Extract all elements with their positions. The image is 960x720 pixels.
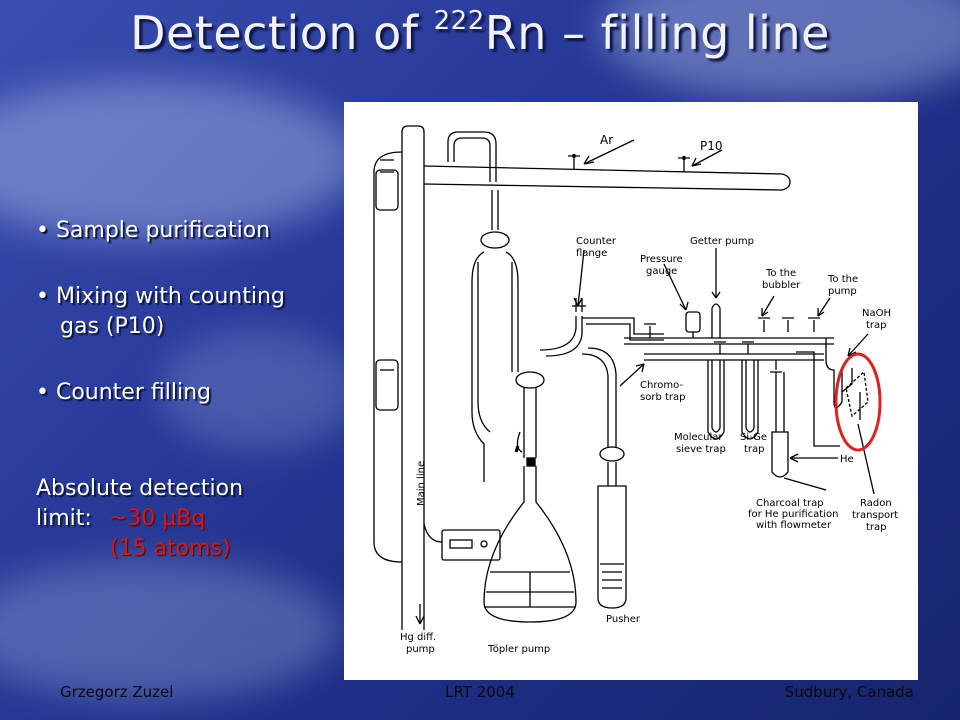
bullet-line: • Sample purification [36,218,271,243]
detection-limit: Absolute detection limit: ~30 µBq (15 at… [36,474,243,564]
title-superscript: 222 [433,6,485,36]
detection-row: limit: ~30 µBq [36,504,243,534]
label-counter-flange: flange [576,248,607,259]
label-chromosorb-trap: Chromo- [640,380,683,391]
label-counter-flange: Counter [576,236,617,247]
footer-conference: LRT 2004 [445,683,515,701]
label-chromosorb-trap: sorb trap [640,392,685,403]
apparatus-drawing: Ar P10 Counter flange Pressure gauge Get… [373,125,898,655]
background-cloud [0,80,360,240]
label-topler-pump: Töpler pump [487,644,550,655]
label-to-pump: pump [828,286,857,297]
label-to-bubbler: bubbler [762,280,801,291]
detection-value: ~30 µBq [108,506,206,531]
label-charcoal-trap: Charcoal trap [756,498,824,509]
background-cloud [160,330,360,450]
label-naoh-trap: NaOH [862,308,891,319]
label-main-line: Main line [416,461,427,506]
label-pressure-gauge: Pressure [640,254,683,265]
bullet-line-continued: gas (P10) [60,314,165,339]
main-line-tube [401,132,425,630]
label-radon-transport-trap: Radon [860,498,892,509]
title-main: Detection of [130,6,434,60]
filling-line-diagram: Ar P10 Counter flange Pressure gauge Get… [344,102,918,680]
label-molecular-sieve: sieve trap [676,444,726,455]
bullet-line: • Mixing with counting [36,284,285,309]
bullet-line: • Counter filling [36,380,211,405]
label-pressure-gauge: gauge [646,266,677,277]
footer-author: Grzegorz Zuzel [60,683,174,701]
label-naoh-trap: trap [866,320,887,331]
label-getter-pump: Getter pump [690,236,754,247]
label-radon-transport-trap: transport [852,510,898,521]
background-cloud [0,560,340,700]
label-ar: Ar [600,133,613,147]
label-hg-diff-pump: Hg diff. [400,632,436,643]
label-radon-transport-trap: trap [866,522,887,533]
bullet-counter-filling: • Counter filling [36,378,211,408]
detection-limit-label: limit: [36,506,92,531]
label-si-ge-trap: trap [744,444,765,455]
slide-title: Detection of 222Rn – filling line [0,6,960,60]
label-pusher: Pusher [606,614,641,625]
label-he: He [840,454,854,465]
bullet-sample-purification: • Sample purification [36,216,270,246]
label-hg-diff-pump: pump [406,644,435,655]
label-molecular-sieve: Molecular [674,432,723,443]
label-charcoal-trap: for He purification [748,509,838,520]
bullet-mixing: • Mixing with counting gas (P10) [36,282,285,342]
label-charcoal-trap: with flowmeter [756,520,832,531]
distribution-line [624,337,834,345]
label-p10: P10 [700,139,723,153]
radon-trap-highlight [834,352,882,452]
horizontal-header [423,165,791,191]
label-si-ge-trap: Si-Ge [740,432,767,443]
label-to-bubbler: To the [765,268,796,279]
footer-location: Sudbury, Canada [784,683,914,701]
detection-label: Absolute detection [36,476,244,501]
title-rest: Rn – filling line [484,6,830,60]
label-to-pump: To the [827,274,858,285]
detection-atoms: (15 atoms) [110,536,231,561]
